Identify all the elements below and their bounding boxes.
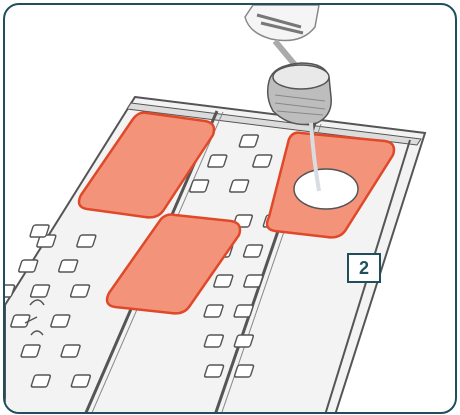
step-number-badge: 2 [347, 253, 381, 283]
step-number: 2 [359, 258, 369, 279]
tray-illustration [5, 5, 455, 412]
drop-zone-opening [294, 169, 358, 209]
illustration-frame: 2 [3, 3, 457, 414]
